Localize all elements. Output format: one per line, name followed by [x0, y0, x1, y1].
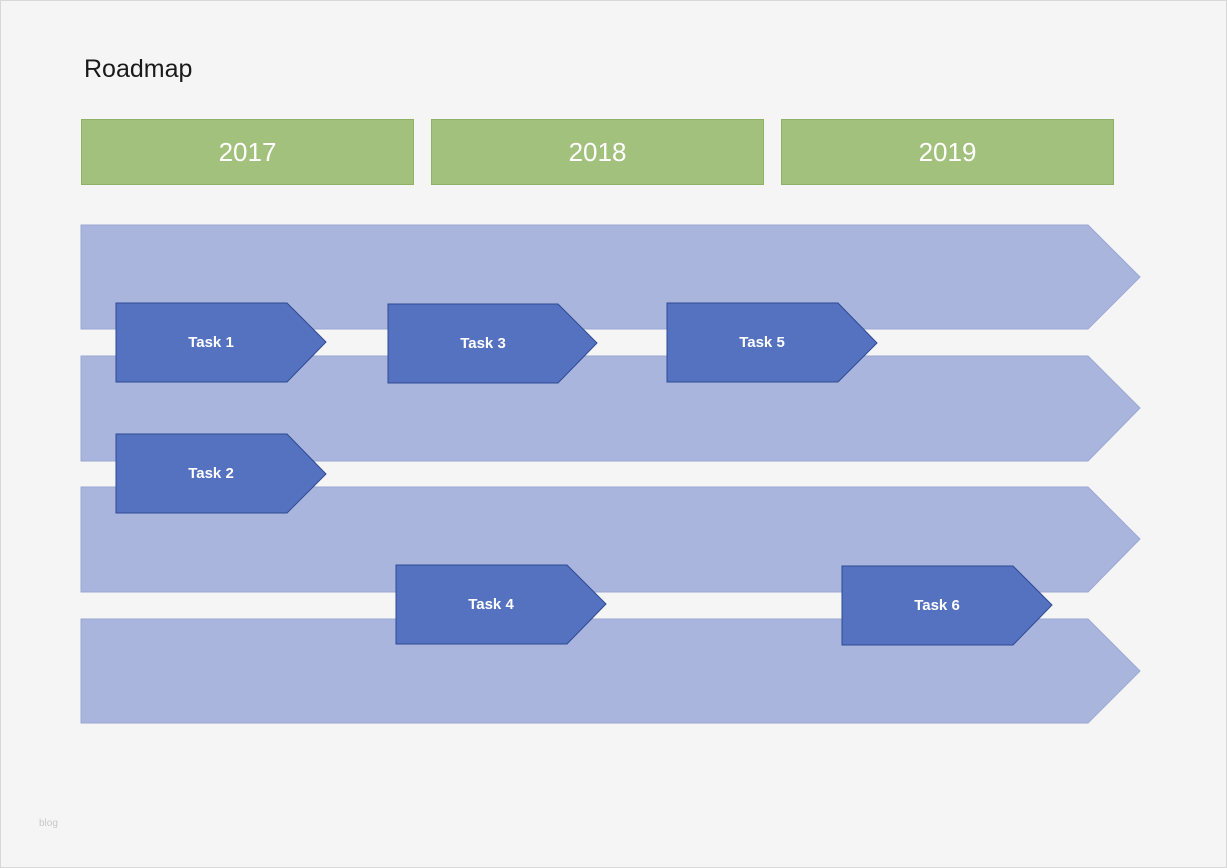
year-header-2019: 2019 [781, 119, 1114, 185]
task-5-label: Task 5 [739, 334, 785, 351]
task-4[interactable]: Task 4 [395, 564, 607, 645]
watermark-text: blog [39, 818, 58, 829]
task-5[interactable]: Task 5 [666, 302, 878, 383]
task-3-label: Task 3 [460, 335, 506, 352]
task-3-shape [387, 303, 598, 384]
lane-arrow-1 [80, 224, 1141, 330]
task-5-shape [666, 302, 878, 383]
year-header-2017: 2017 [81, 119, 414, 185]
task-2[interactable]: Task 2 [115, 433, 327, 514]
year-header-2018: 2018 [431, 119, 764, 185]
task-2-label: Task 2 [188, 465, 234, 482]
task-2-shape [115, 433, 327, 514]
task-4-shape [395, 564, 607, 645]
task-1-label: Task 1 [188, 334, 234, 351]
task-6[interactable]: Task 6 [841, 565, 1053, 646]
lane-arrow-2 [80, 355, 1141, 462]
page-title: Roadmap [84, 55, 193, 83]
task-1[interactable]: Task 1 [115, 302, 327, 383]
task-6-label: Task 6 [914, 597, 960, 614]
task-4-label: Task 4 [468, 596, 514, 613]
task-1-shape [115, 302, 327, 383]
task-6-shape [841, 565, 1053, 646]
task-3[interactable]: Task 3 [387, 303, 598, 384]
